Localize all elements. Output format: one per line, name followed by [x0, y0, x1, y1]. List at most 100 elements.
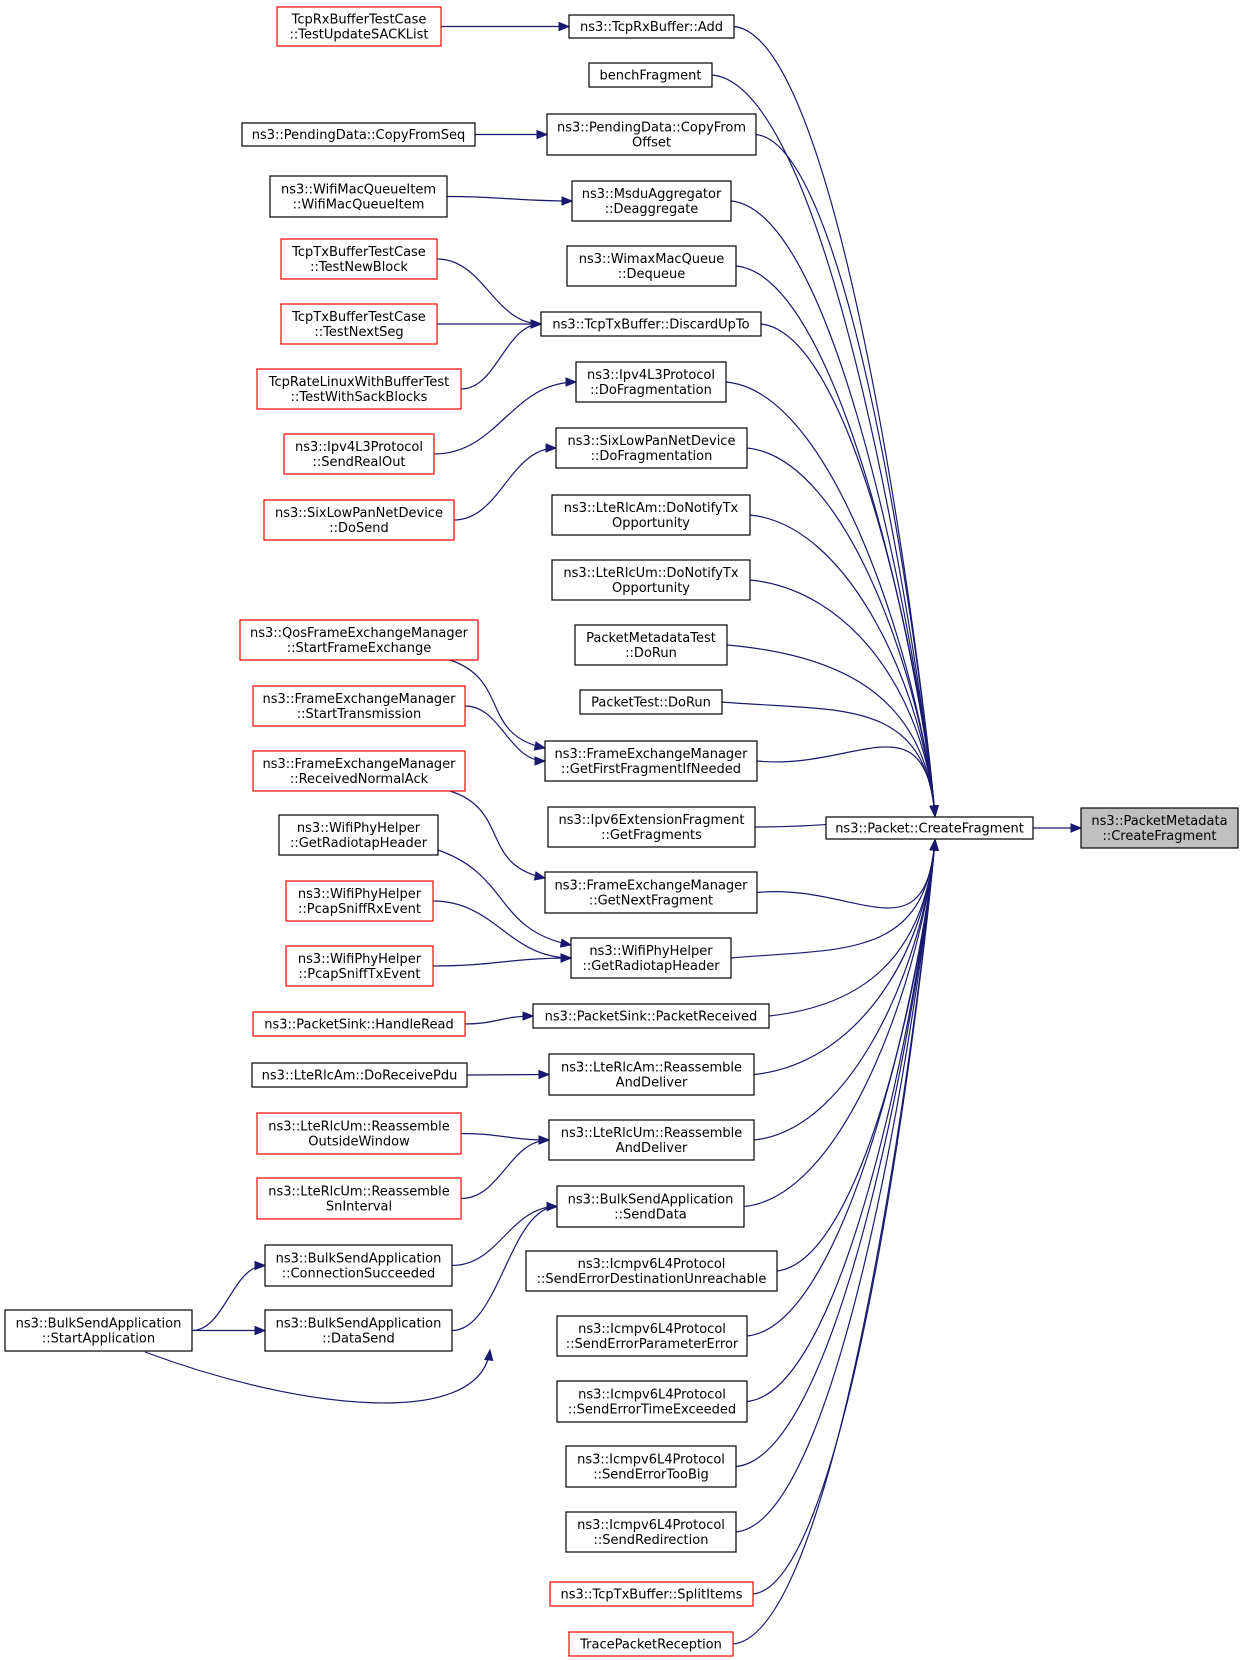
- node-tcptx-split-items[interactable]: ns3::TcpTxBuffer::SplitItems: [549, 1581, 754, 1607]
- node-tcptx-test-new-block[interactable]: TcpTxBufferTestCase::TestNewBlock: [280, 238, 438, 280]
- node-icmpv6-dest-unreachable[interactable]: ns3::Icmpv6L4Protocol::SendErrorDestinat…: [525, 1250, 778, 1292]
- node-label-line: ns3::TcpRxBuffer::Add: [580, 20, 723, 35]
- edge-icmpv6_param_error-to-create_fragment: [746, 839, 936, 1337]
- node-bulk-start-application[interactable]: ns3::BulkSendApplication::StartApplicati…: [4, 1309, 193, 1352]
- node-wifi-mac-queue-item[interactable]: ns3::WifiMacQueueItem::WifiMacQueueItem: [269, 175, 448, 218]
- nodes-layer: ns3::PacketMetadata::CreateFragmentns3::…: [4, 6, 1239, 1657]
- node-box: [283, 433, 435, 475]
- node-wifiphy-get-radiotap-left[interactable]: ns3::WifiPhyHelper::GetRadiotapHeader: [278, 814, 439, 856]
- node-bulk-connection-succeeded[interactable]: ns3::BulkSendApplication::ConnectionSucc…: [264, 1244, 453, 1287]
- node-tcptx-test-next-seg[interactable]: TcpTxBufferTestCase::TestNextSeg: [280, 303, 438, 345]
- node-label-line: ns3::WifiPhyHelper: [589, 944, 713, 959]
- node-packet-metadata-test[interactable]: PacketMetadataTest::DoRun: [574, 624, 728, 666]
- node-wifiphy-pcap-tx[interactable]: ns3::WifiPhyHelper::PcapSniffTxEvent: [285, 945, 434, 987]
- node-icmpv6-too-big[interactable]: ns3::Icmpv6L4Protocol::SendErrorTooBig: [565, 1445, 737, 1488]
- node-label-line: ::DoRun: [625, 646, 677, 661]
- node-fem-get-first-fragment[interactable]: ns3::FrameExchangeManager::GetFirstFragm…: [544, 740, 758, 782]
- node-ipv4-send-real-out[interactable]: ns3::Ipv4L3Protocol::SendRealOut: [283, 433, 435, 475]
- node-box: [575, 361, 727, 403]
- edge-sixlowpan_do_frag-to-create_fragment: [746, 447, 936, 817]
- node-label-line: ::SendRealOut: [312, 455, 405, 470]
- edge-lterlcum_notify-to-create_fragment: [749, 579, 936, 817]
- node-label-line: ns3::LteRlcAm::DoNotifyTx: [564, 501, 739, 516]
- node-pending-copy-from-seq[interactable]: ns3::PendingData::CopyFromSeq: [241, 122, 476, 147]
- node-packetsink-received[interactable]: ns3::PacketSink::PacketReceived: [532, 1003, 770, 1029]
- node-qos-start-frame-exchange[interactable]: ns3::QosFrameExchangeManager::StartFrame…: [239, 619, 479, 661]
- node-label-line: ::TestNewBlock: [310, 260, 408, 275]
- node-ipv4-do-frag[interactable]: ns3::Ipv4L3Protocol::DoFragmentation: [575, 361, 727, 403]
- node-wifiphy-pcap-rx[interactable]: ns3::WifiPhyHelper::PcapSniffRxEvent: [285, 880, 434, 922]
- edge-fem_get_next_fragment-to-create_fragment: [756, 839, 936, 909]
- node-label-line: ::Dequeue: [618, 267, 686, 282]
- node-tcprx-test-sack[interactable]: TcpRxBufferTestCase::TestUpdateSACKList: [276, 6, 442, 47]
- node-fem-received-normal-ack[interactable]: ns3::FrameExchangeManager::ReceivedNorma…: [252, 750, 466, 792]
- node-box: [251, 1062, 468, 1088]
- node-label-line: ::SendErrorTooBig: [593, 1468, 709, 1483]
- node-fem-start-transmission[interactable]: ns3::FrameExchangeManager::StartTransmis…: [252, 685, 466, 727]
- edge-bulk_connection_succeeded-to-bulk_send_data: [451, 1205, 558, 1267]
- node-label-line: OutsideWindow: [308, 1135, 410, 1150]
- node-box: [544, 740, 758, 782]
- edge-arrowhead: [254, 1325, 267, 1336]
- edge-bulk_send_data-to-create_fragment: [743, 839, 936, 1208]
- node-packet-test[interactable]: PacketTest::DoRun: [579, 689, 723, 715]
- node-sixlowpan-do-send[interactable]: ns3::SixLowPanNetDevice::DoSend: [263, 499, 455, 541]
- node-bench-fragment[interactable]: benchFragment: [588, 62, 713, 88]
- node-label-line: ns3::BulkSendApplication: [16, 1317, 182, 1332]
- node-create-fragment[interactable]: ns3::Packet::CreateFragment: [825, 816, 1034, 840]
- node-icmpv6-time-exceeded[interactable]: ns3::Icmpv6L4Protocol::SendErrorTimeExce…: [556, 1380, 748, 1423]
- node-label-line: ::GetFirstFragmentIfNeeded: [561, 762, 741, 777]
- node-icmpv6-redirection[interactable]: ns3::Icmpv6L4Protocol::SendRedirection: [565, 1511, 737, 1553]
- node-box: [285, 880, 434, 922]
- node-fem-get-next-fragment[interactable]: ns3::FrameExchangeManager::GetNextFragme…: [544, 871, 758, 914]
- node-box: [4, 1309, 193, 1352]
- node-box: [269, 175, 448, 218]
- node-label-line: ns3::FrameExchangeManager: [262, 692, 456, 707]
- node-label-line: AndDeliver: [616, 1076, 688, 1091]
- node-box: [568, 14, 735, 39]
- node-box: [547, 806, 756, 848]
- edge-packet_metadata_test-to-create_fragment: [726, 644, 936, 817]
- node-wifiphy-get-radiotap-mid[interactable]: ns3::WifiPhyHelper::GetRadiotapHeader: [570, 937, 732, 979]
- edge-fem_get_first_fragment-to-create_fragment: [756, 746, 936, 817]
- node-icmpv6-param-error[interactable]: ns3::Icmpv6L4Protocol::SendErrorParamete…: [556, 1315, 748, 1357]
- edge-pending_copy_from_offset-to-create_fragment: [755, 133, 936, 817]
- node-tcp-rate-sack[interactable]: TcpRateLinuxWithBufferTest::TestWithSack…: [256, 368, 462, 410]
- node-box: [285, 945, 434, 987]
- node-box: [556, 1380, 748, 1423]
- node-box: [548, 1053, 755, 1096]
- node-label-line: TcpRateLinuxWithBufferTest: [268, 375, 450, 390]
- node-lterlcam-do-receive[interactable]: ns3::LteRlcAm::DoReceivePdu: [251, 1062, 468, 1088]
- edge-arrowhead: [536, 129, 549, 140]
- node-label-line: ::SendErrorDestinationUnreachable: [537, 1272, 767, 1287]
- edge-qos_start_frame_exchange-to-fem_get_first_fragment: [449, 659, 546, 749]
- node-tcprx-add[interactable]: ns3::TcpRxBuffer::Add: [568, 14, 735, 39]
- edge-tcp_rate_sack-to-tcptx_discard: [460, 323, 542, 390]
- node-label-line: ::TestNextSeg: [314, 325, 403, 340]
- node-bulk-send-data[interactable]: ns3::BulkSendApplication::SendData: [556, 1185, 745, 1228]
- node-trace-packet-reception[interactable]: TracePacketReception: [568, 1631, 734, 1657]
- node-label-line: ns3::Ipv4L3Protocol: [295, 440, 423, 455]
- node-label-line: ns3::SixLowPanNetDevice: [275, 506, 443, 521]
- edge-arrowhead: [533, 741, 547, 751]
- node-label-line: ns3::WifiPhyHelper: [297, 821, 421, 836]
- node-msdu-deaggregate[interactable]: ns3::MsduAggregator::Deaggregate: [571, 180, 732, 222]
- node-label-line: ns3::BulkSendApplication: [568, 1193, 734, 1208]
- node-root[interactable]: ns3::PacketMetadata::CreateFragment: [1080, 807, 1239, 849]
- node-label-line: ::PcapSniffRxEvent: [298, 902, 421, 917]
- node-box: [571, 180, 732, 222]
- node-sixlowpan-do-frag[interactable]: ns3::SixLowPanNetDevice::DoFragmentation: [555, 427, 748, 469]
- node-label-line: benchFragment: [600, 69, 702, 84]
- node-bulk-data-send[interactable]: ns3::BulkSendApplication::DataSend: [264, 1309, 453, 1352]
- node-wimax-dequeue[interactable]: ns3::WimaxMacQueue::Dequeue: [566, 245, 737, 287]
- node-packetsink-handle-read[interactable]: ns3::PacketSink::HandleRead: [252, 1011, 466, 1037]
- node-tcptx-discard[interactable]: ns3::TcpTxBuffer::DiscardUpTo: [540, 311, 762, 337]
- node-ipv6-ext-get-fragments[interactable]: ns3::Ipv6ExtensionFragment::GetFragments: [547, 806, 756, 848]
